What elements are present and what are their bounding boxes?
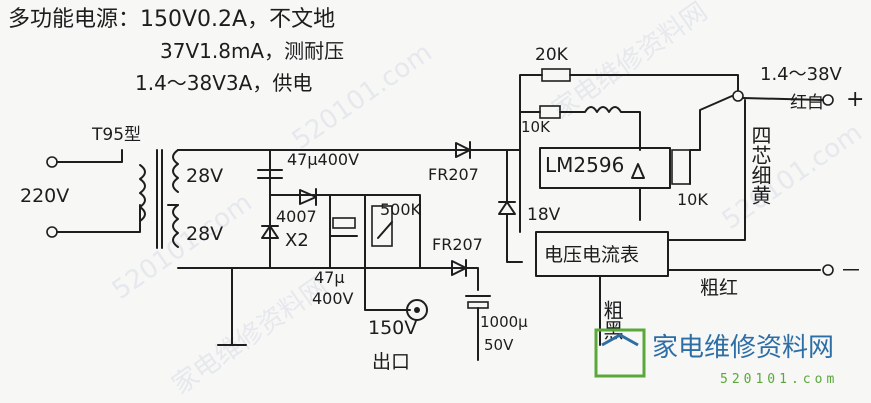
cap-1000u-label: 1000μ xyxy=(480,313,528,331)
fr207-top-label: FR207 xyxy=(428,165,479,184)
out-150v-label: 150V xyxy=(368,317,417,339)
res-10k: 10K xyxy=(519,105,641,151)
out-range-label: 1.4～38V xyxy=(760,64,843,85)
header-line-2: 37V1.8mA，测耐压 xyxy=(160,39,344,63)
output-terminals: 1.4～38V 红白 + － 粗红 xyxy=(699,64,864,299)
minus-terminal-label: － xyxy=(840,259,862,284)
diode-4007: 4007 X2 xyxy=(261,188,317,251)
watermark-url-1: 520101.com xyxy=(107,188,258,306)
site-logo: 家电维修资料网 520101.com xyxy=(594,328,838,387)
zener-18v: 18V xyxy=(498,149,561,263)
wire-thick-black-label: 粗黑 xyxy=(600,300,624,340)
cap-47u-label: 47μ xyxy=(314,268,345,287)
ic-label: LM2596 xyxy=(545,153,624,177)
pot-500k-label: 500K xyxy=(380,200,422,219)
header-line-1: 多功能电源：150V0.2A，不文地 xyxy=(8,7,335,32)
wire-red-label: 红白 xyxy=(790,93,824,113)
transformer-label: T95型 xyxy=(91,125,141,145)
module-label: 电压电流表 xyxy=(544,244,639,266)
cap-1000u: 1000μ 50V xyxy=(465,267,528,361)
vertical-wires-label: 四芯细黄 xyxy=(748,125,772,205)
plus-terminal-label: + xyxy=(846,87,864,112)
cap-47u-400v: 47μ400V xyxy=(257,150,359,179)
zener-18v-label: 18V xyxy=(527,205,561,225)
house-icon xyxy=(601,333,639,347)
wire-thick-red-label: 粗红 xyxy=(700,277,738,299)
meter-module: 电压电流表 xyxy=(519,99,821,346)
res-20k-label: 20K xyxy=(535,45,569,65)
cap-main-label: 47μ400V xyxy=(287,150,359,169)
pot-10k-label: 10K xyxy=(677,190,708,209)
cap-47u-voltage-label: 400V xyxy=(312,289,354,308)
diode-fr207-bottom: FR207 xyxy=(432,235,483,277)
diode-x2-label: X2 xyxy=(285,230,309,251)
logo-brand-text: 家电维修资料网 xyxy=(652,333,834,363)
fr207-bottom-label: FR207 xyxy=(432,235,483,254)
winding-bottom-label: 28V xyxy=(186,223,223,245)
out-150v-sub-label: 出口 xyxy=(372,351,410,373)
diode-fr207-top: FR207 xyxy=(428,141,479,184)
header-line-3: 1.4～38V3A，供电 xyxy=(135,71,312,95)
logo-url-text: 520101.com xyxy=(720,372,838,387)
watermark-brand-1: 家电维修资料网 xyxy=(547,0,713,126)
out-150v-jack: 150V 出口 xyxy=(368,299,428,373)
pot-500k: 500K xyxy=(371,200,422,247)
watermark-brand-2: 家电维修资料网 xyxy=(167,272,333,401)
vertical-wire-label: 四芯细黄 xyxy=(748,125,772,205)
mains-input: 220V xyxy=(20,149,141,238)
winding-top-label: 28V xyxy=(186,165,223,187)
transformer: T95型 28V 28V xyxy=(91,125,223,249)
cap-47u: 47μ 400V xyxy=(312,217,358,308)
diode-4007-label: 4007 xyxy=(276,207,317,226)
input-voltage-label: 220V xyxy=(20,185,69,207)
secondary-wiring xyxy=(167,149,521,346)
res-10k-label: 10K xyxy=(521,118,551,136)
cap-1000u-voltage-label: 50V xyxy=(484,336,514,354)
lm2596-module: LM2596 10K xyxy=(539,147,708,221)
watermark-url-3: 520101.com xyxy=(717,118,868,236)
res-20k: 20K xyxy=(519,45,739,151)
